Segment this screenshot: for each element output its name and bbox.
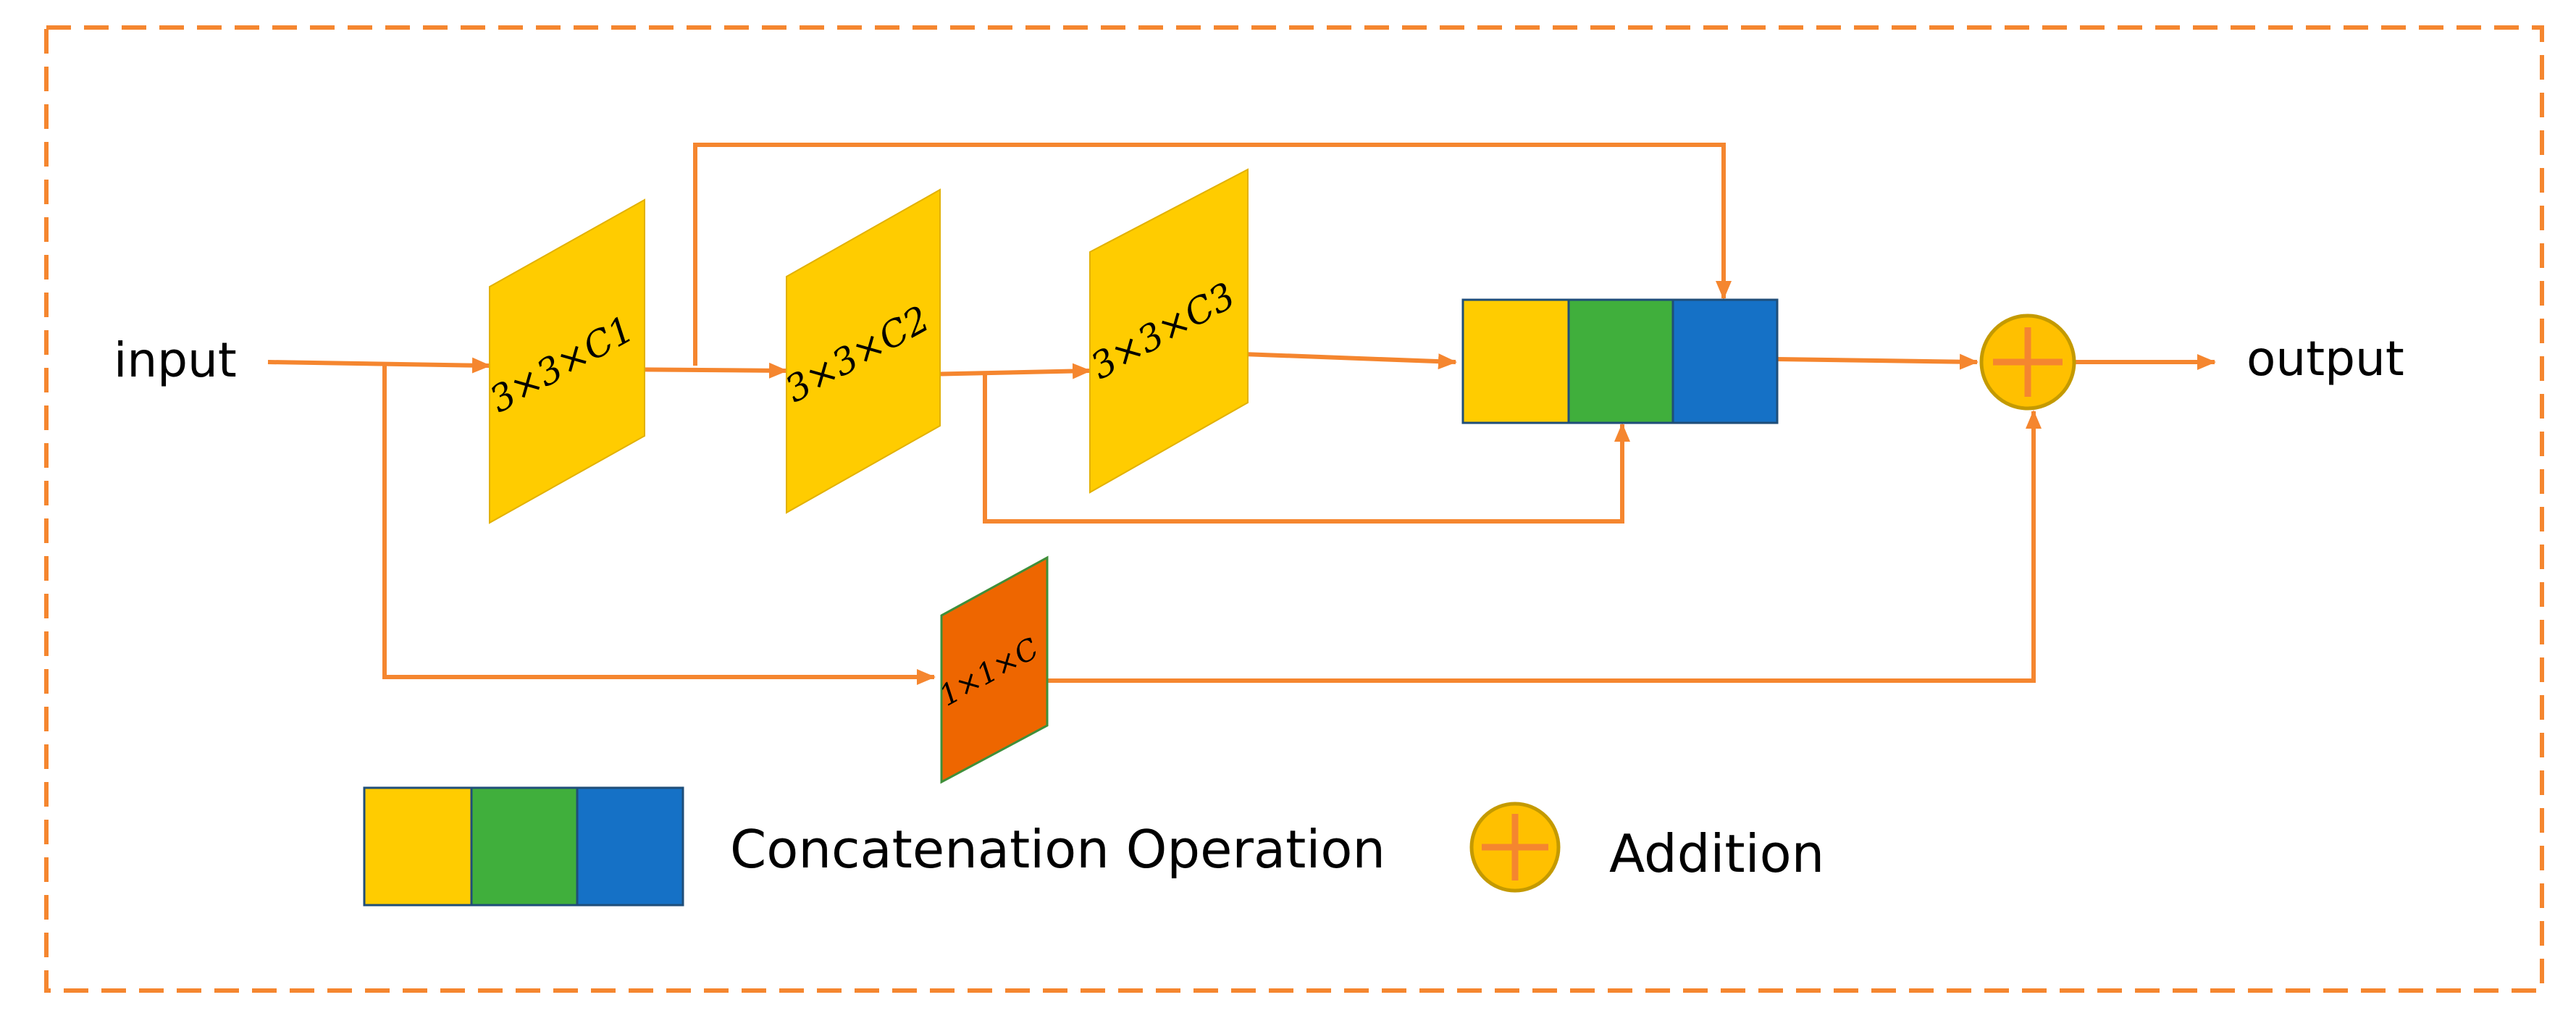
addition-node [1979,314,2076,411]
dashed-frame [44,25,2544,993]
arrow-input-to-conv1 [267,357,491,374]
conv-block-3x3-c2: 3×3×C2 [779,188,941,514]
arrow-conv3-to-concat [1223,351,1457,370]
legend-addition-label: Addition [1609,823,1824,884]
legend-addition-icon [1469,802,1561,893]
concat-segment-green [1567,298,1674,424]
conv-block-1x1-c: 1×1×C [934,555,1049,784]
legend-concat-swatch [363,786,684,907]
conv-block-3x3-c1: 3×3×C1 [483,198,645,524]
arrow-input-to-conv1x1 [382,362,936,685]
arrow-conv2-to-concat-bottom [983,375,1630,524]
concat-block [1461,298,1779,424]
output-label: output [2246,331,2404,387]
legend-concat-label: Concatenation Operation [730,819,1385,880]
arrow-conv1-to-concat-top [693,143,1732,366]
conv-block-3x3-c3: 3×3×C3 [1084,168,1249,494]
arrow-concat-to-adder [1776,353,1979,370]
legend: Concatenation Operation Addition [363,786,1824,907]
concat-segment-blue [1671,298,1779,424]
concat-segment-yellow [1461,298,1570,424]
connectors [267,143,2216,685]
input-label: input [114,332,237,388]
arrow-conv1x1-to-adder [1047,410,2042,683]
